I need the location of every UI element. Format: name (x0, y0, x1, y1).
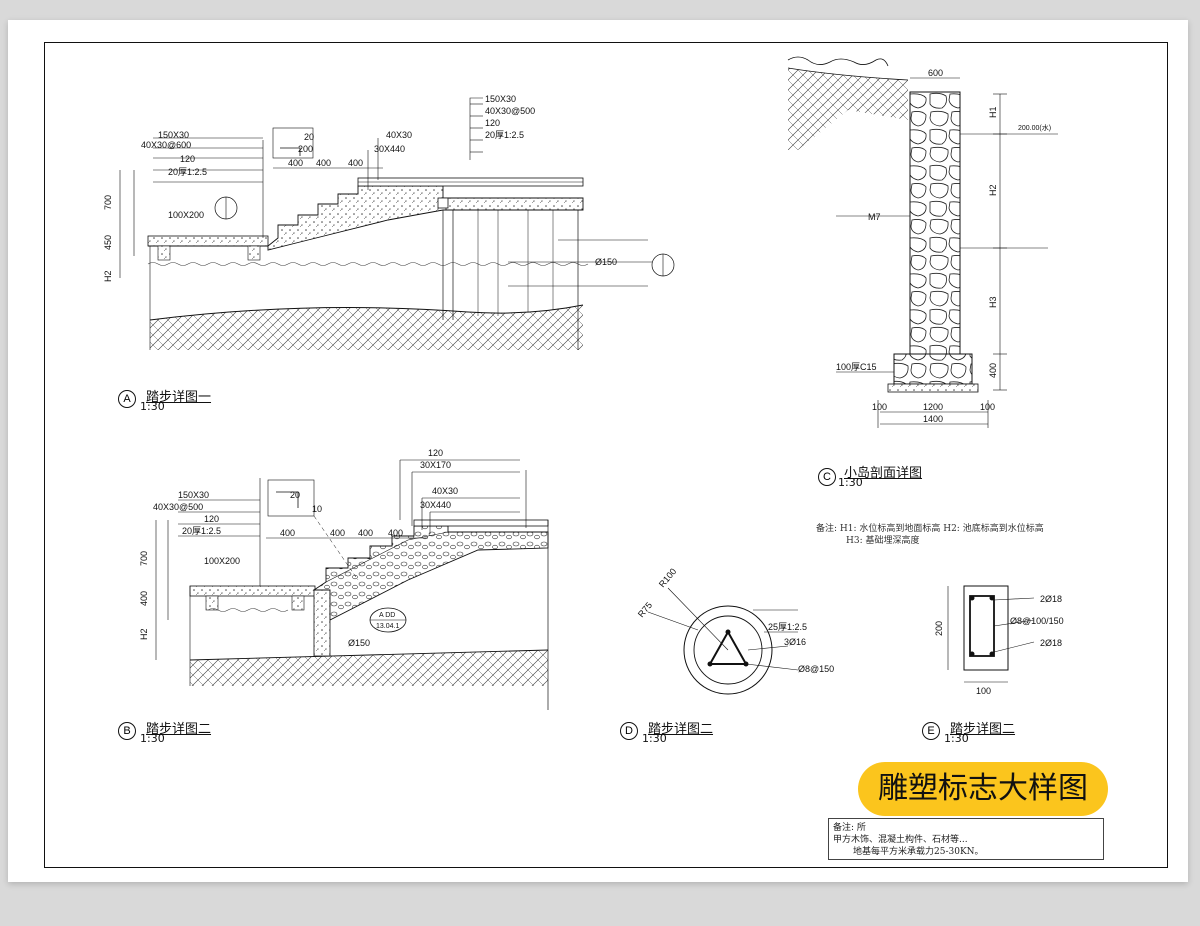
svg-text:1200: 1200 (923, 402, 943, 412)
detail-c-note-line2: H3: 基础埋深高度 (846, 536, 920, 546)
svg-text:700: 700 (103, 195, 113, 210)
svg-text:400: 400 (330, 528, 345, 538)
svg-text:A DD: A DD (379, 612, 395, 619)
svg-text:40X30@600: 40X30@600 (141, 140, 191, 150)
svg-text:30X440: 30X440 (420, 500, 451, 510)
detail-c-note: 备注: H1: 水位标高到地面标高 H2: 池底标高到水位标高 H3: 基础埋深… (816, 523, 1044, 547)
svg-text:Ø8@150: Ø8@150 (798, 664, 834, 674)
svg-text:100: 100 (872, 402, 887, 412)
svg-text:30X440: 30X440 (374, 144, 405, 154)
svg-text:400: 400 (139, 591, 149, 606)
svg-text:H1: H1 (988, 106, 998, 118)
detail-e-drawing: 2Ø18 Ø8@100/150 2Ø18 100 200 (934, 585, 1064, 696)
svg-text:20厚1:2.5: 20厚1:2.5 (485, 130, 524, 140)
notes-line2: 甲方木饰、混凝土构件、石材等... (833, 835, 968, 845)
svg-text:100厚C15: 100厚C15 (836, 362, 877, 372)
svg-text:200.00(水): 200.00(水) (1018, 123, 1051, 132)
detail-a-drawing: 400 400 400 200 20 150X30 40X30@600 120 … (103, 94, 675, 350)
detail-e-tag: E (922, 722, 940, 740)
svg-text:150X30: 150X30 (485, 94, 516, 104)
notes-line1: 备注: 所 (833, 823, 866, 833)
svg-text:120: 120 (485, 118, 500, 128)
svg-text:400: 400 (988, 363, 998, 378)
svg-text:20: 20 (290, 490, 300, 500)
general-notes-box: 备注: 所 甲方木饰、混凝土构件、石材等... 地基每平方米承载力25-30KN… (828, 818, 1104, 860)
svg-text:100X200: 100X200 (204, 556, 240, 566)
svg-text:Ø150: Ø150 (595, 257, 617, 267)
svg-text:30X170: 30X170 (420, 460, 451, 470)
svg-text:100: 100 (976, 686, 991, 696)
svg-text:40X30: 40X30 (386, 130, 412, 140)
svg-text:40X30: 40X30 (432, 486, 458, 496)
svg-text:400: 400 (288, 158, 303, 168)
svg-text:400: 400 (280, 528, 295, 538)
svg-text:400: 400 (348, 158, 363, 168)
detail-d-drawing: R100 R75 25厚1:2.5 3Ø16 Ø8@150 (636, 566, 834, 695)
cad-drawing: 400 400 400 200 20 150X30 40X30@600 120 … (103, 56, 1064, 710)
svg-text:120: 120 (428, 448, 443, 458)
svg-text:20厚1:2.5: 20厚1:2.5 (182, 526, 221, 536)
svg-text:600: 600 (928, 68, 943, 78)
svg-text:40X30@500: 40X30@500 (153, 502, 203, 512)
svg-text:2Ø18: 2Ø18 (1040, 638, 1062, 648)
detail-a-tag: A (118, 390, 136, 408)
svg-text:100: 100 (980, 402, 995, 412)
svg-text:20厚1:2.5: 20厚1:2.5 (168, 167, 207, 177)
detail-c-title: 小岛剖面详图 (844, 466, 923, 481)
detail-c-drawing: 600 H1 H2 H3 400 200.00(水) M7 100厚C15 10… (787, 56, 1058, 428)
svg-text:R100: R100 (657, 566, 678, 589)
detail-e-title: 踏步详图二 (950, 722, 1016, 737)
svg-text:150X30: 150X30 (178, 490, 209, 500)
svg-text:40X30@500: 40X30@500 (485, 106, 535, 116)
drawing-frame (44, 42, 1168, 868)
notes-line3: 地基每平方米承载力25-30KN。 (853, 847, 984, 857)
svg-text:M7: M7 (868, 212, 881, 222)
svg-text:150X30: 150X30 (158, 130, 189, 140)
detail-b-title: 踏步详图二 (146, 722, 212, 737)
detail-e-scale: 1:30 (944, 732, 969, 745)
drawing-title-banner: 雕塑标志大样图 (858, 762, 1108, 816)
svg-text:10: 10 (312, 504, 322, 514)
svg-text:R75: R75 (636, 600, 654, 619)
svg-text:3Ø16: 3Ø16 (784, 637, 806, 647)
detail-c-tag: C (818, 468, 836, 486)
svg-text:2Ø18: 2Ø18 (1040, 594, 1062, 604)
svg-text:400: 400 (316, 158, 331, 168)
svg-text:100X200: 100X200 (168, 210, 204, 220)
sheet-page: 400 400 400 200 20 150X30 40X30@600 120 … (8, 20, 1188, 882)
detail-b-scale: 1:30 (140, 732, 165, 745)
svg-text:H2: H2 (139, 628, 149, 640)
detail-a-title: 踏步详图一 (146, 390, 212, 405)
svg-text:H3: H3 (988, 296, 998, 308)
detail-d-title: 踏步详图二 (648, 722, 714, 737)
svg-text:1400: 1400 (923, 414, 943, 424)
svg-text:400: 400 (358, 528, 373, 538)
svg-text:H2: H2 (988, 184, 998, 196)
detail-b-drawing: A DD 13.04.1 150X30 40X30@500 120 20厚1:2… (139, 448, 549, 710)
svg-text:20: 20 (304, 132, 314, 142)
svg-text:120: 120 (204, 514, 219, 524)
svg-text:13.04.1: 13.04.1 (376, 623, 399, 630)
svg-text:450: 450 (103, 235, 113, 250)
svg-text:700: 700 (139, 551, 149, 566)
svg-text:Ø150: Ø150 (348, 638, 370, 648)
detail-c-scale: 1:30 (838, 476, 863, 489)
svg-text:400: 400 (388, 528, 403, 538)
svg-text:Ø8@100/150: Ø8@100/150 (1010, 616, 1064, 626)
detail-c-note-line1: 备注: H1: 水位标高到地面标高 H2: 池底标高到水位标高 (816, 524, 1044, 534)
svg-text:120: 120 (180, 154, 195, 164)
svg-text:200: 200 (934, 621, 944, 636)
detail-b-tag: B (118, 722, 136, 740)
detail-a-scale: 1:30 (140, 400, 165, 413)
svg-text:25厚1:2.5: 25厚1:2.5 (768, 622, 807, 632)
detail-d-tag: D (620, 722, 638, 740)
svg-text:H2: H2 (103, 270, 113, 282)
svg-text:200: 200 (298, 144, 313, 154)
detail-d-scale: 1:30 (642, 732, 667, 745)
